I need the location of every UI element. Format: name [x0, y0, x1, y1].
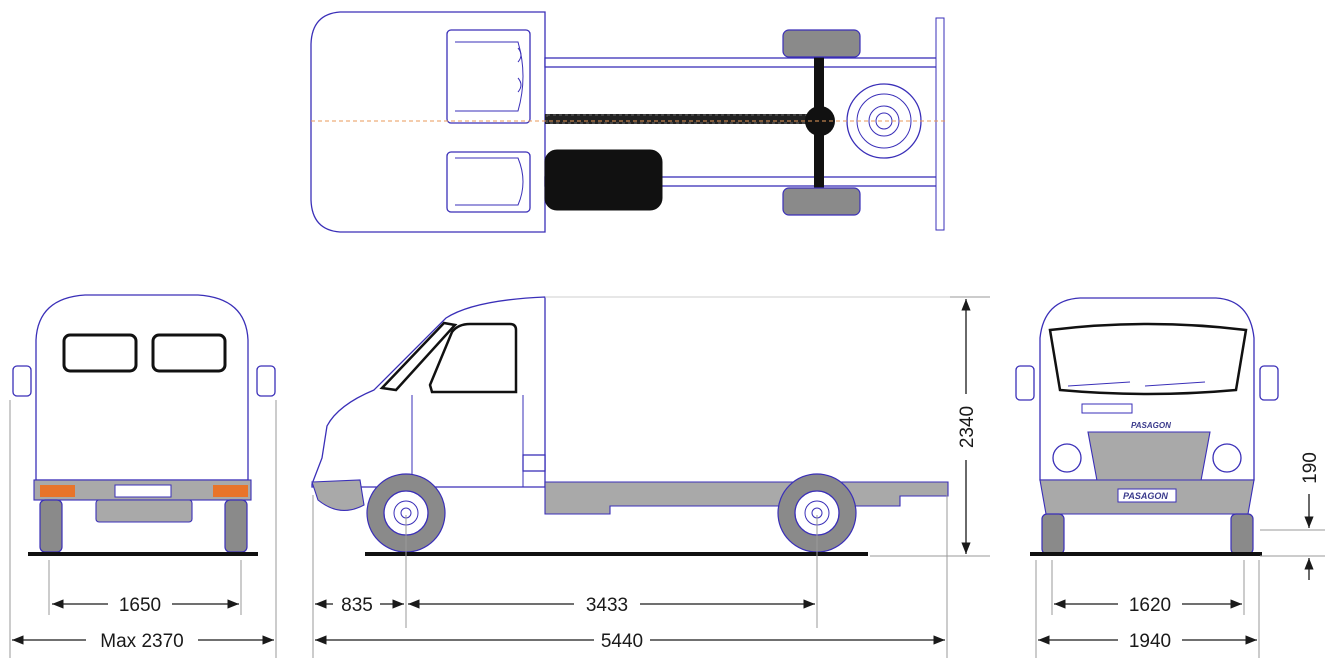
- top-rear-axle: [782, 29, 922, 216]
- dim-ground-clearance: 190: [1300, 452, 1321, 484]
- top-view: [310, 11, 945, 233]
- dim-rear-track: 1650: [119, 595, 161, 616]
- dim-overall-length: 5440: [601, 631, 643, 652]
- dimension-labels: 1650 Max 2370 835 3433 5440 2340 1620 19…: [100, 406, 1321, 652]
- dim-body-width: 1940: [1129, 631, 1171, 652]
- dim-front-overhang: 835: [341, 595, 373, 616]
- grille-logo: PASAGON: [1131, 421, 1171, 430]
- front-seats: [446, 29, 531, 213]
- rear-view: [12, 294, 276, 556]
- dim-wheelbase: 3433: [586, 595, 628, 616]
- dim-max-width: Max 2370: [100, 631, 183, 652]
- dim-front-track: 1620: [1129, 595, 1171, 616]
- plate-logo: PASAGON: [1123, 491, 1168, 501]
- dimension-lines: [9, 296, 1325, 658]
- dim-overall-height: 2340: [957, 406, 978, 448]
- front-view: PASAGON PASAGON: [1015, 297, 1279, 556]
- side-view: [311, 296, 990, 556]
